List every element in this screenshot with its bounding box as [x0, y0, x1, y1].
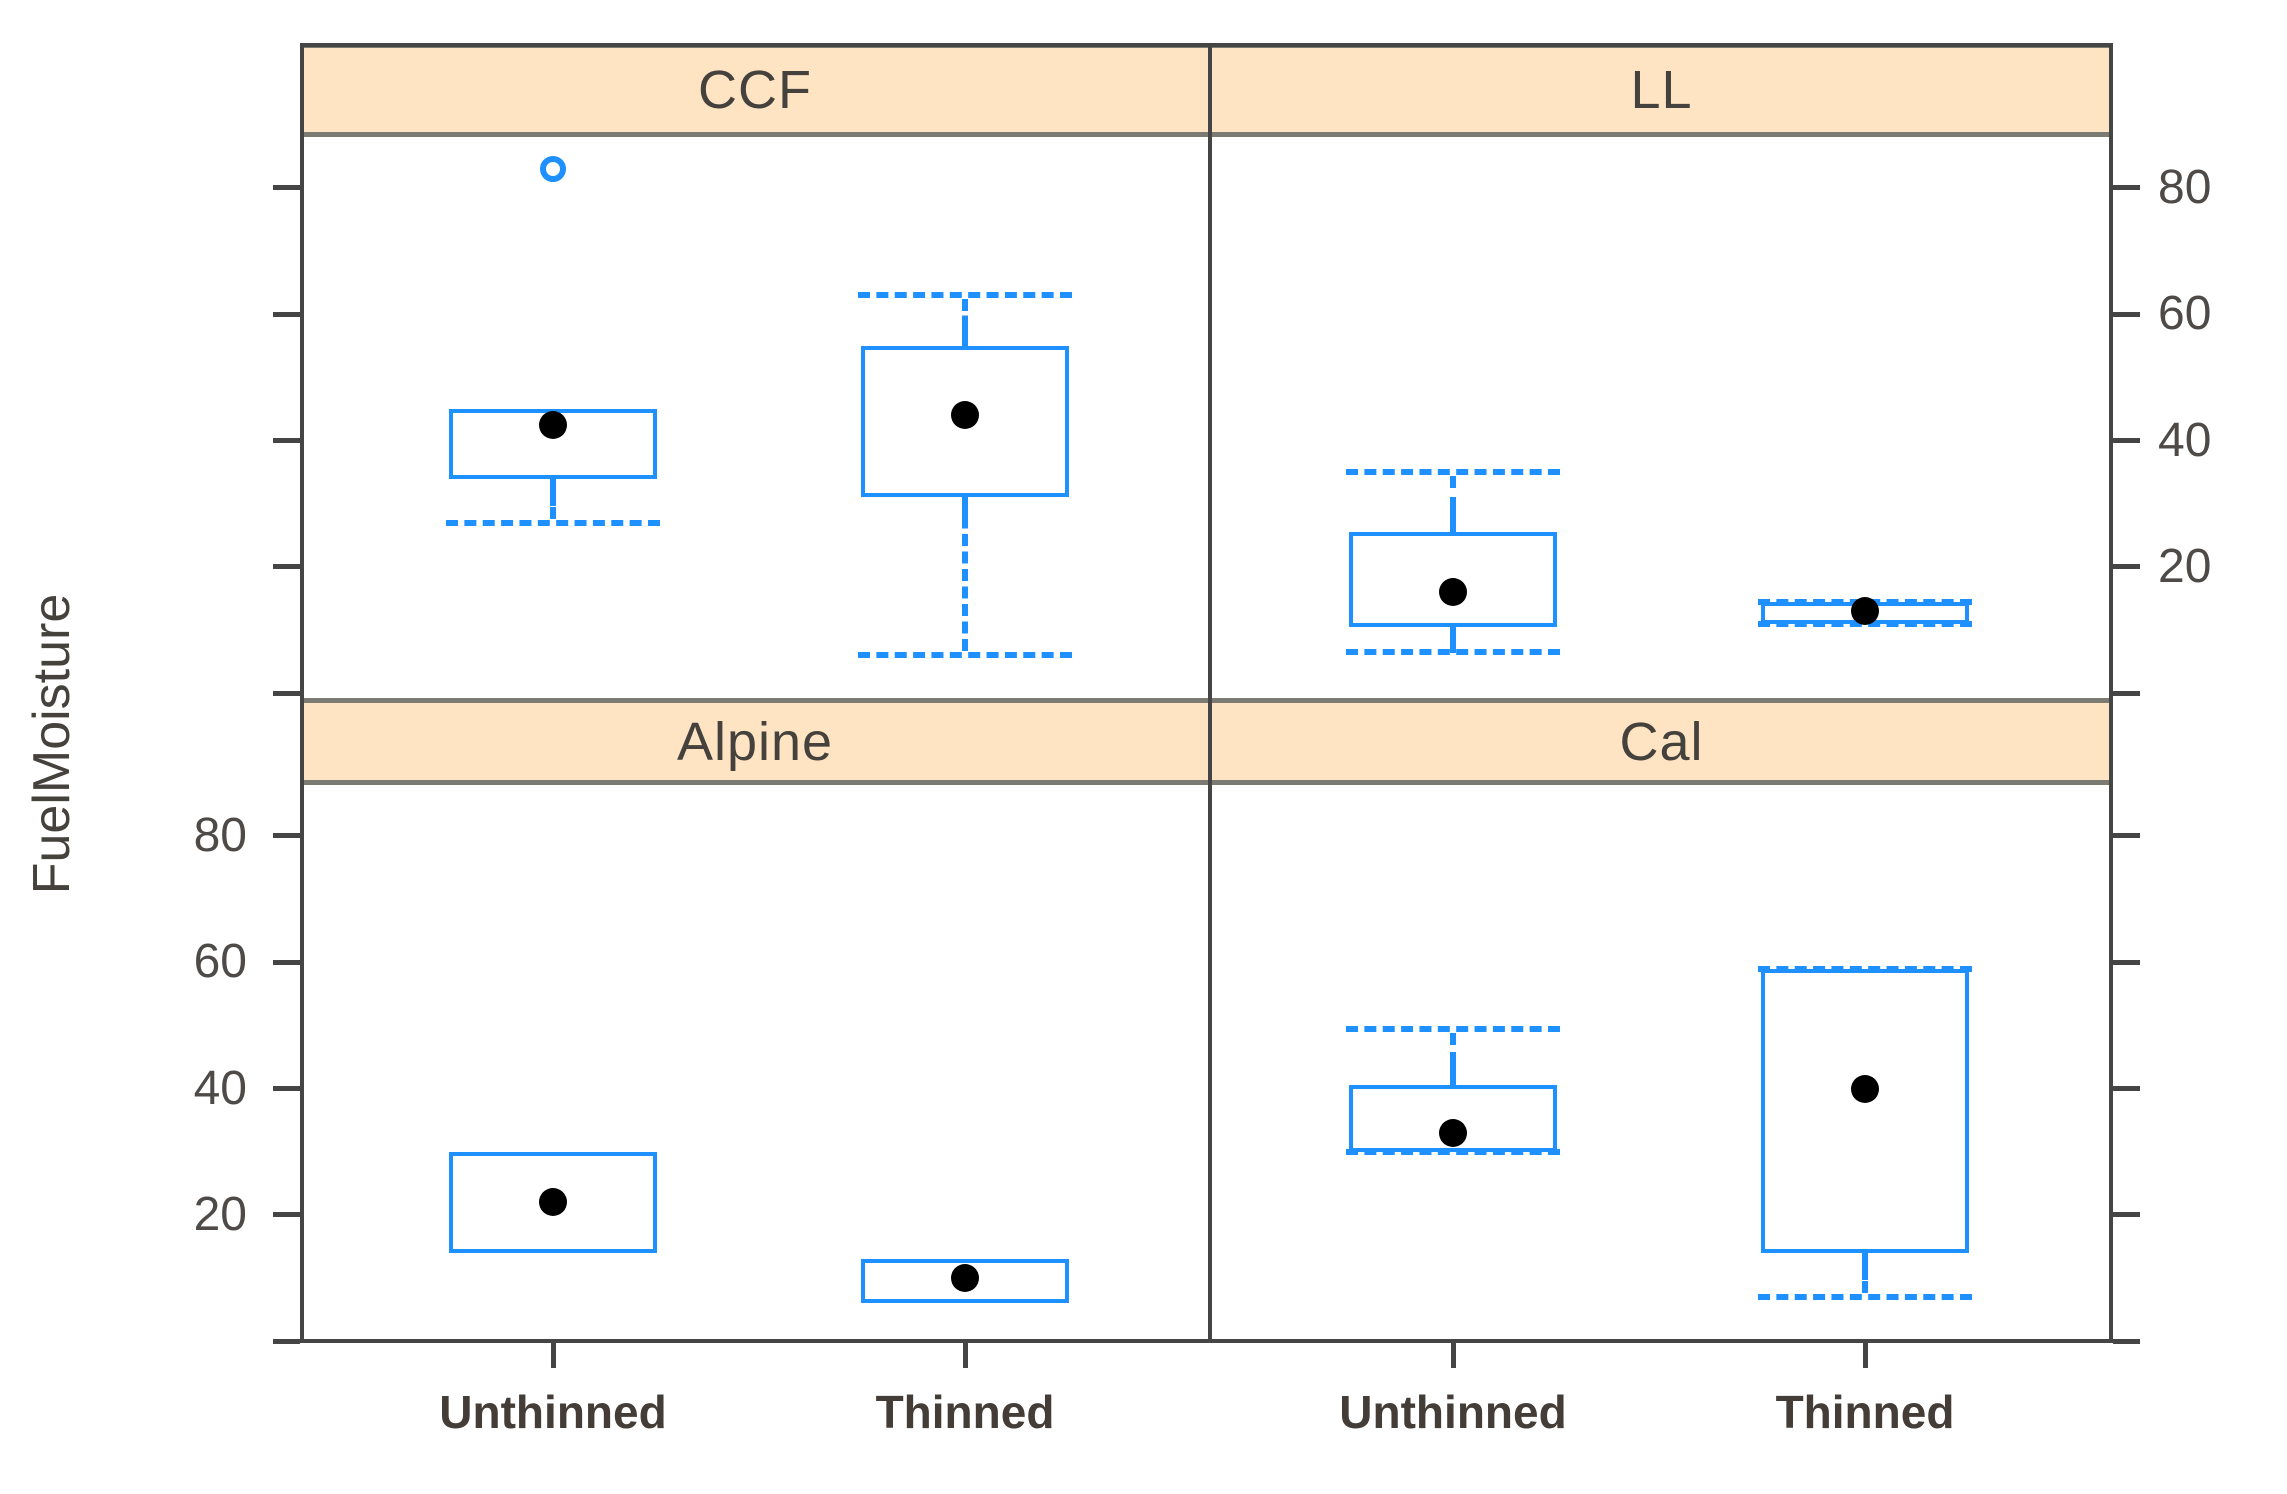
boxplot-Alpine-Unthinned-dot	[539, 1188, 567, 1217]
y-tick-right	[2113, 564, 2140, 570]
boxplot-LL-Unthinned-upper-whisker-stub	[1450, 506, 1456, 533]
boxplot-CCF-Thinned-box	[861, 345, 1069, 498]
strip-label-LL: LL	[1630, 60, 1693, 120]
y-tick-left	[273, 959, 300, 965]
boxplot-Cal-Unthinned-upper-whisker	[1450, 1032, 1456, 1084]
y-tick-right	[2113, 690, 2140, 696]
boxplot-Alpine-Thinned-dot	[951, 1264, 979, 1293]
panel-divider	[1208, 43, 1212, 1343]
boxplot-LL-Unthinned-lower-whisker-stub	[1450, 626, 1456, 653]
boxplot-CCF-Thinned-upper-whisker-stub	[962, 319, 968, 346]
x-tick-Alpine-Unthinned	[550, 1343, 556, 1368]
y-tick-left	[273, 833, 300, 839]
boxplot-LL-Unthinned-box	[1349, 532, 1557, 627]
boxplot-Cal-Thinned-upper-cap	[1758, 965, 1972, 972]
y-tick-left	[273, 1212, 300, 1218]
y-tick-left	[273, 690, 300, 696]
y-tick-left	[273, 438, 300, 444]
boxplot-CCF-Thinned-dot	[951, 401, 979, 430]
x-category-label-Alpine-Thinned: Thinned	[875, 1386, 1055, 1438]
y-tick-label-right: 20	[2158, 539, 2212, 593]
y-tick-right	[2113, 1212, 2140, 1218]
boxplot-CCF-Unthinned-lower-cap	[446, 519, 660, 526]
y-tick-right	[2113, 1086, 2140, 1092]
boxplot-CCF-Unthinned-dot	[539, 410, 567, 439]
boxplot-Alpine-Thinned-box	[861, 1259, 1069, 1304]
boxplot-Cal-Thinned-dot	[1851, 1074, 1879, 1103]
y-axis-title: FuelMoisture	[23, 593, 81, 895]
boxplot-CCF-Unthinned-lower-whisker-stub	[550, 478, 556, 505]
y-tick-right	[2113, 311, 2140, 317]
x-category-label-Cal-Thinned: Thinned	[1775, 1386, 1955, 1438]
y-tick-label-right: 40	[2158, 413, 2212, 467]
y-tick-label-left: 20	[193, 1187, 247, 1241]
boxplot-Cal-Thinned-lower-cap	[1758, 1294, 1972, 1301]
y-tick-right	[2113, 833, 2140, 839]
x-category-label-Alpine-Unthinned: Unthinned	[439, 1386, 667, 1438]
y-tick-label-right: 60	[2158, 287, 2212, 341]
boxplot-LL-Unthinned-dot	[1439, 578, 1467, 607]
x-category-label-Cal-Unthinned: Unthinned	[1339, 1386, 1567, 1438]
boxplot-Alpine-Unthinned-box	[449, 1151, 657, 1253]
boxplot-CCF-Thinned-lower-whisker-stub	[962, 497, 968, 524]
y-tick-left	[273, 185, 300, 191]
strip-Cal: Cal	[1210, 698, 2113, 785]
boxplot-LL-Thinned-dot	[1851, 597, 1879, 626]
y-tick-label-right: 80	[2158, 160, 2212, 214]
boxplot-CCF-Unthinned-outlier	[540, 155, 566, 182]
boxplot-CCF-Thinned-upper-cap	[858, 292, 1072, 299]
strip-Alpine: Alpine	[300, 698, 1210, 785]
boxplot-LL-Unthinned-upper-whisker	[1450, 476, 1456, 531]
boxplot-Cal-Unthinned-dot	[1439, 1118, 1467, 1147]
y-tick-left	[273, 1086, 300, 1092]
y-tick-left	[273, 1338, 300, 1344]
strip-label-CCF: CCF	[698, 60, 812, 120]
boxplot-LL-Unthinned-upper-cap	[1346, 469, 1560, 476]
y-tick-right	[2113, 1338, 2140, 1344]
y-tick-right	[2113, 185, 2140, 191]
y-tick-left	[273, 311, 300, 317]
y-tick-right	[2113, 959, 2140, 965]
y-tick-label-left: 80	[193, 808, 247, 862]
boxplot-CCF-Thinned-lower-whisker	[962, 499, 968, 652]
strip-label-Cal: Cal	[1619, 711, 1704, 772]
boxplot-Cal-Unthinned-lower-cap	[1346, 1148, 1560, 1155]
x-tick-Cal-Thinned	[1862, 1343, 1868, 1368]
boxplot-Cal-Unthinned-upper-cap	[1346, 1025, 1560, 1032]
y-tick-right	[2113, 438, 2140, 444]
strip-label-Alpine: Alpine	[676, 711, 834, 772]
boxplot-CCF-Thinned-lower-cap	[858, 652, 1072, 659]
boxplot-Cal-Thinned-lower-whisker-stub	[1862, 1252, 1868, 1279]
y-tick-label-left: 40	[193, 1061, 247, 1115]
x-tick-Cal-Unthinned	[1450, 1343, 1456, 1368]
y-tick-label-left: 60	[193, 935, 247, 989]
x-tick-Alpine-Thinned	[962, 1343, 968, 1368]
boxplot-Cal-Unthinned-upper-whisker-stub	[1450, 1059, 1456, 1086]
y-tick-left	[273, 564, 300, 570]
plot-frame	[300, 43, 2113, 1343]
